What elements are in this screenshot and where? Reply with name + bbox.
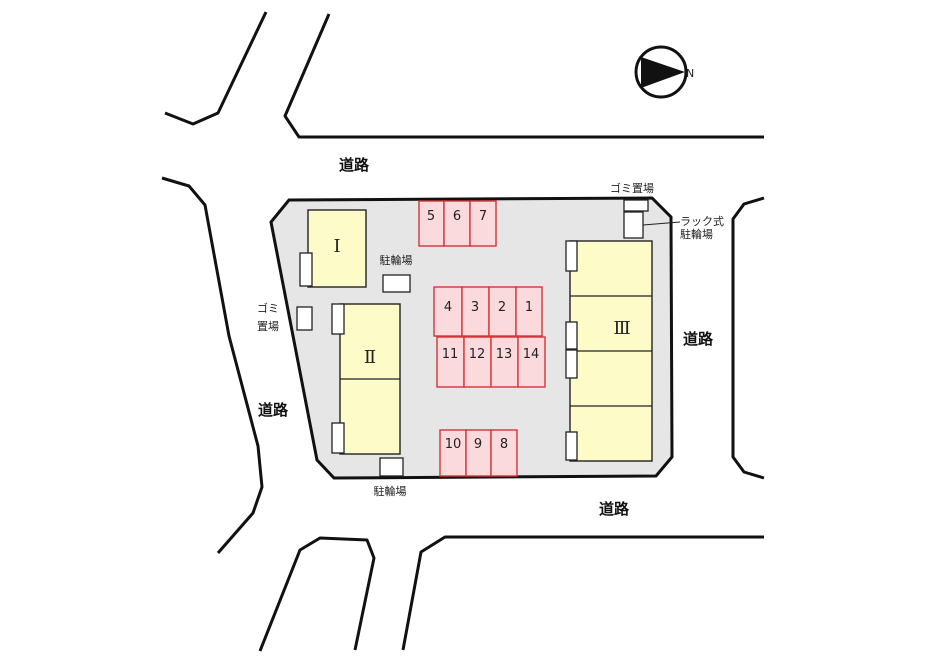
road-label-top: 道路 [339,156,370,174]
building-3: Ⅲ [565,240,653,462]
building-2: Ⅱ [331,303,401,455]
parking-stall-10 [439,429,467,477]
rack-bike-parking-label-1: ラック式 [680,215,724,228]
road-edge-bottom-right [401,535,764,651]
bike-parking-center-label: 駐輪場 [380,253,413,267]
facilities: ゴミ置場 ラック式 駐輪場 駐輪場 ゴミ 置場 駐輪場 [257,181,724,498]
parking-stall-7-number: 7 [479,209,487,224]
road-label-right: 道路 [683,330,714,348]
compass-letter: N [686,67,694,80]
building-2-balcony-top [331,303,345,335]
parking-stall-5-number: 5 [427,209,435,224]
parking-row-upper-middle: 4 3 2 1 [433,286,543,337]
parking-row-top: 5 6 7 [418,200,497,247]
parking-stall-11-number: 11 [442,347,459,362]
road-lines [161,11,765,652]
road-label-left: 道路 [258,401,289,419]
road-label-bottom: 道路 [599,500,630,518]
parking-stall-14-number: 14 [523,347,540,362]
parking-stall-2 [488,286,517,337]
garbage-area-left-label-1: ゴミ [257,301,279,315]
parking-stall-6-number: 6 [453,209,461,224]
parking-stall-13 [490,336,519,388]
parking-stall-4 [433,286,463,337]
parking-stall-5 [418,200,445,247]
parking-stall-2-number: 2 [498,300,506,315]
rack-bike-parking-leader [642,221,681,226]
building-2-balcony-bottom [331,422,345,454]
building-3-balcony-3 [565,349,578,379]
parking-stall-7 [469,200,497,247]
parking-stall-1-number: 1 [525,300,533,315]
building-3-label: Ⅲ [613,318,630,339]
parking-stall-12 [463,336,492,388]
parking-stall-11 [436,336,465,388]
bike-parking-bottom [379,457,404,477]
bike-parking-bottom-label: 駐輪場 [374,484,407,498]
parking-stall-9 [465,429,492,477]
garbage-area-left [296,306,313,331]
garbage-area-left-label-2: 置場 [257,320,279,333]
parking-stall-10-number: 10 [445,437,462,452]
parking-stall-4-number: 4 [444,300,452,315]
parking-stall-13-number: 13 [496,347,513,362]
road-edge-bottom-left [258,536,376,652]
building-1-body [307,209,367,288]
rack-bike-parking-label-2: 駐輪場 [680,227,713,241]
road-edge-left [161,176,264,554]
parking-stall-1 [515,286,543,337]
parking-stall-3-number: 3 [471,300,479,315]
road-labels: 道路 道路 道路 道路 [258,156,714,518]
compass-arrow-icon [641,57,685,88]
road-edge-right [731,196,765,480]
parking-stall-8 [490,429,518,477]
building-3-balcony-4 [565,431,578,461]
parking-stall-12-number: 12 [469,347,486,362]
parking-stall-9-number: 9 [474,437,482,452]
road-edge-top-right [283,13,764,139]
parking-row-lower-middle: 11 12 13 14 [436,336,546,388]
building-1-balcony [299,252,313,287]
road-edge-top-left [164,11,268,126]
parking-stall-14 [517,336,546,388]
building-1-label: Ⅰ [333,236,340,257]
parking-row-bottom: 10 9 8 [439,429,518,477]
building-3-balcony-2 [565,321,578,350]
bike-parking-center [382,274,411,293]
north-compass: N [634,45,694,99]
garbage-area-top-label: ゴミ置場 [610,181,654,195]
parking-stall-8-number: 8 [500,437,508,452]
rack-bike-parking [623,211,644,239]
garbage-area-top [623,199,649,212]
building-3-balcony-1 [565,240,578,272]
building-2-label: Ⅱ [364,347,376,368]
parking-stall-6 [443,200,471,247]
building-1: Ⅰ [299,209,367,288]
